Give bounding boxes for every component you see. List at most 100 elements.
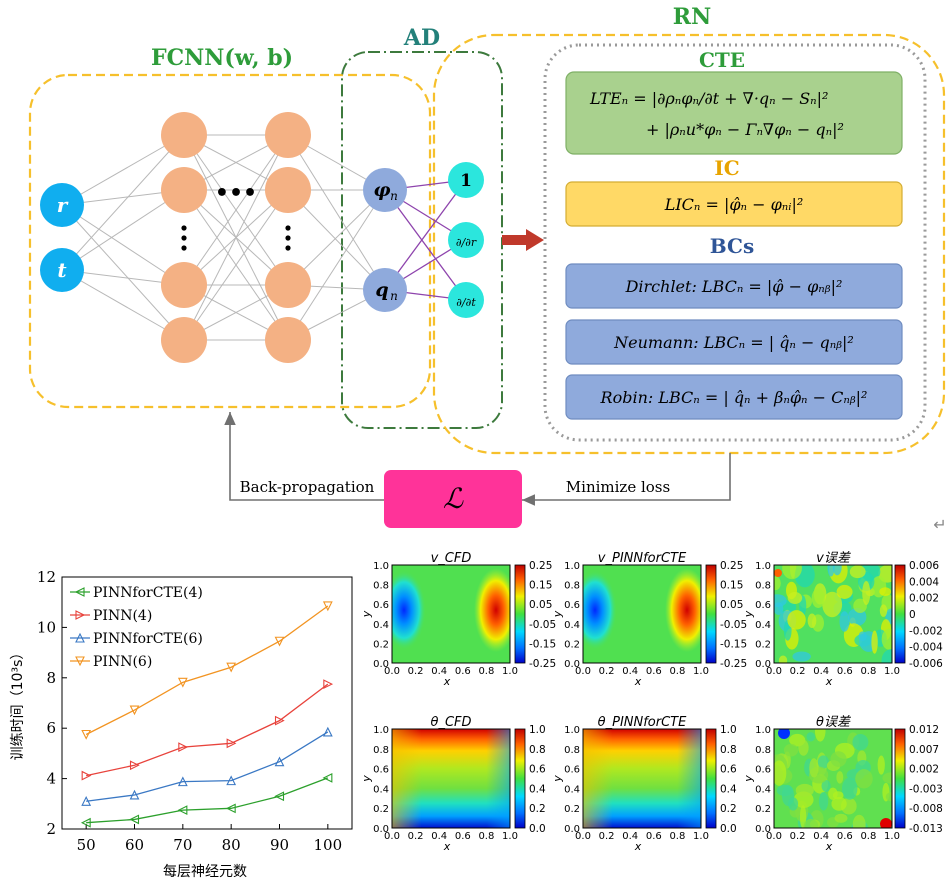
error-blob [822,591,843,618]
heatmap-y-tick: 0.6 [564,600,580,611]
heatmap-y-tick: 1.0 [755,561,771,572]
ad-operator-label: ∂/∂r [456,236,477,249]
colorbar-tick: 0 [909,609,916,621]
back-propagation-arrow [224,412,384,501]
ic-box [565,181,903,227]
error-blob [817,755,829,769]
colorbar [705,728,717,829]
fcnn-frame [28,73,432,409]
hidden-node [161,317,207,363]
x-tick-label: 60 [125,836,144,854]
heatmap-frame [582,564,702,664]
legend-label: PINNforCTE(6) [93,631,203,647]
dirichlet-equation: Dirchlet: LBCₙ = |φ̂ − φₙᵦ|² [625,277,843,296]
colorbar-tick: -0.006 [909,658,943,670]
heatmap-y-tick: 0.4 [564,620,580,631]
heatmap-x-tick: 0.2 [408,831,424,842]
colorbar-tick: -0.15 [529,638,556,650]
heatmap-y-tick: 0.0 [564,824,580,835]
error-blob [811,588,825,608]
heatmap-panel: θ误差0.00.00.20.20.40.40.60.60.80.81.01.0x… [742,715,943,853]
heatmap-x-tick: 0.8 [478,831,494,842]
heatmap-x-tick: 0.0 [384,831,400,842]
colorbar-tick: -0.15 [720,638,747,650]
error-blob [839,611,850,632]
heatmap-y-tick: 0.6 [373,600,389,611]
output-node-label: φ [373,179,390,201]
error-blob [778,655,788,663]
error-hotspot [778,729,790,739]
heatmap-x-tick: 0.0 [575,666,591,677]
field-right-band [583,729,701,828]
robin-equation: Robin: LBCₙ = | q̂ₙ + βₙφ̂ₙ − Cₙᵦ|² [600,388,868,407]
heatmap-y-tick: 0.4 [564,784,580,795]
heatmap-x-tick: 0.6 [646,831,662,842]
heatmap-y-tick: 1.0 [564,725,580,736]
connection-line [61,134,185,206]
colorbar-tick: 0.002 [909,593,939,605]
ad-operator-label: ∂/∂t [456,296,476,309]
colorbar-tick: 0.004 [909,576,939,588]
colorbar-tick: -0.05 [720,619,747,631]
colorbar-tick: 0.05 [720,599,743,611]
error-blob [836,771,844,784]
hidden-node [161,167,207,213]
heatmap-y-tick: 0.8 [373,581,389,592]
error-blob [852,814,866,828]
colorbar-tick: 1.0 [529,724,546,736]
error-blob [821,779,831,792]
colorbar-tick: 0.0 [720,823,737,835]
heatmap-panel: v_PINNforCTE0.00.00.20.20.40.40.60.60.80… [551,551,747,688]
hidden-node [265,262,311,308]
x-tick-label: 90 [270,836,289,854]
field-right-band [392,729,510,828]
heatmap-y-label: y [360,775,373,783]
legend-marker [75,610,86,620]
heatmap-x-tick: 0.4 [431,666,447,677]
colorbar [514,564,526,664]
heatmap-x-tick: 0.8 [860,666,876,677]
error-blob [853,598,867,614]
input-node [40,183,84,227]
loss-symbol: ℒ [443,482,464,515]
legend-label: PINNforCTE(4) [93,585,203,601]
hidden-ellipsis-horizontal: ••• [215,181,257,206]
hidden-node [161,112,207,158]
error-blob [871,630,878,654]
chart-plot-area [61,576,353,830]
red-arrow [502,229,544,251]
heatmap-panel: v_CFD0.00.00.20.20.40.40.60.60.80.81.01.… [360,551,556,688]
heatmap-title: v_PINNforCTE [598,551,687,566]
error-blob [834,813,848,823]
error-blob [818,792,829,811]
heatmap-x-tick: 0.4 [813,831,829,842]
ic-equation: LICₙ = |φ̂ₙ − φₙᵢ|² [664,195,804,214]
heatmap-y-tick: 0.0 [755,824,771,835]
data-point [177,677,188,688]
data-point [274,791,285,802]
data-point [129,760,140,771]
positive-velocity-region [665,568,701,653]
heatmap-x-tick: 0.0 [766,666,782,677]
heatmap-y-tick: 0.6 [755,765,771,776]
heatmap-title: θ_PINNforCTE [598,715,687,730]
error-blob [774,594,787,607]
data-point [225,803,236,814]
heatmap-x-tick: 0.4 [622,666,638,677]
error-blob [788,797,799,811]
colorbar-tick: 0.15 [720,580,743,592]
heatmap-y-tick: 0.4 [755,620,771,631]
heatmap-x-tick: 0.6 [455,666,471,677]
error-blob [799,805,807,828]
colorbar-tick: -0.002 [909,625,943,637]
heatmap-x-tick: 1.0 [502,831,518,842]
heatmap-y-tick: 0.0 [755,659,771,670]
heatmap-x-label: x [825,675,833,688]
colorbar-tick: 0.2 [720,803,737,815]
heatmap-y-tick: 1.0 [373,561,389,572]
heatmap-y-tick: 0.0 [564,659,580,670]
heatmap-y-label: y [551,775,564,783]
neumann-box [565,319,903,365]
